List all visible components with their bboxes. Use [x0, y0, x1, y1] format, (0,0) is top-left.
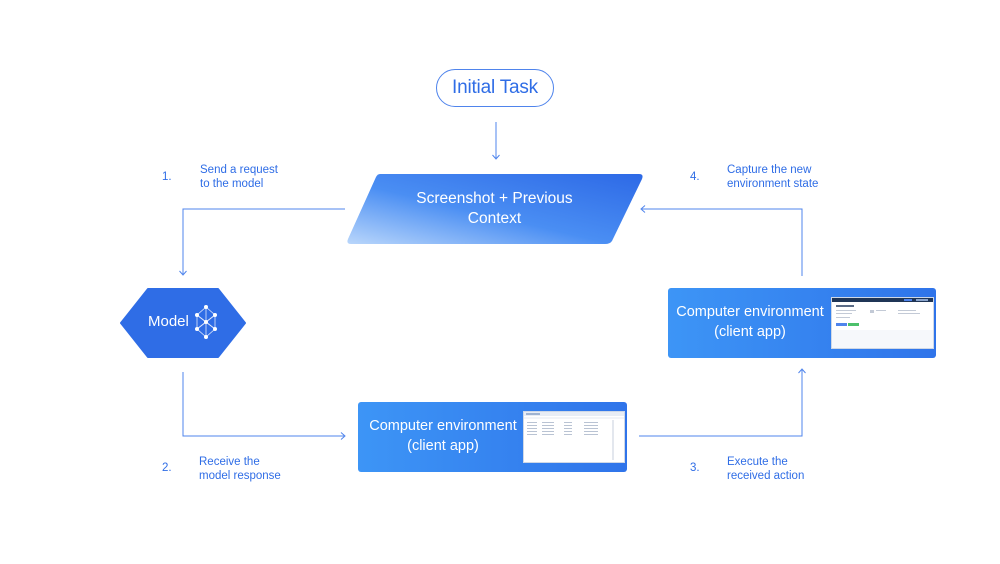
step-2-number: 2. — [162, 462, 172, 474]
step-4-number: 4. — [690, 171, 700, 183]
env-right-text: Computer environment (client app) — [668, 302, 832, 342]
step-3-line-2: received action — [727, 470, 805, 482]
step-1-line-2: to the model — [200, 178, 264, 190]
step-1-label: Send a request to the model — [200, 163, 278, 191]
arrow-env-right-to-context — [642, 208, 803, 276]
initial-task-label: Initial Task — [452, 77, 538, 98]
arrow-model-to-env-bottom — [182, 372, 344, 437]
step-4-label: Capture the new environment state — [727, 163, 818, 191]
step-3-line-1: Execute the — [727, 456, 788, 468]
spreadsheet-thumbnail-graphic — [524, 412, 624, 460]
env-bottom-line-1: Computer environment — [369, 418, 517, 434]
step-1-number: 1. — [162, 171, 172, 183]
step-3-label: Execute the received action — [727, 455, 804, 483]
neural-network-icon — [195, 305, 217, 339]
web-form-thumbnail-graphic — [832, 298, 933, 348]
client-app-screenshot-thumbnail — [831, 297, 934, 349]
context-parallelogram-shape — [347, 174, 643, 244]
step-2-line-2: model response — [199, 470, 281, 482]
arrow-env-bottom-to-env-right — [639, 370, 803, 437]
step-4-line-2: environment state — [727, 178, 819, 190]
arrow-context-to-model — [182, 208, 345, 274]
step-2-label: Receive the model response — [199, 455, 281, 483]
env-bottom-line-2: (client app) — [407, 438, 479, 454]
computer-environment-right: Computer environment (client app) — [668, 288, 936, 358]
env-right-line-2: (client app) — [714, 324, 786, 340]
step-4-line-1: Capture the new — [727, 164, 812, 176]
model-node: Model — [120, 288, 246, 358]
env-bottom-text: Computer environment (client app) — [358, 416, 528, 456]
context-text: Screenshot + Previous Context — [386, 173, 603, 245]
env-right-line-1: Computer environment — [676, 304, 824, 320]
context-line-1: Screenshot + Previous — [416, 190, 573, 207]
context-line-2: Context — [467, 210, 522, 227]
model-label: Model — [148, 313, 189, 330]
step-2-line-1: Receive the — [199, 456, 260, 468]
computer-environment-bottom: Computer environment (client app) — [358, 402, 627, 472]
step-1-line-1: Send a request — [200, 164, 279, 176]
initial-task-node: Initial Task — [436, 69, 554, 107]
context-node: Screenshot + Previous Context — [346, 173, 643, 245]
step-3-number: 3. — [690, 462, 700, 474]
model-hexagon-shape — [120, 288, 246, 358]
client-app-screenshot-thumbnail — [523, 411, 625, 463]
